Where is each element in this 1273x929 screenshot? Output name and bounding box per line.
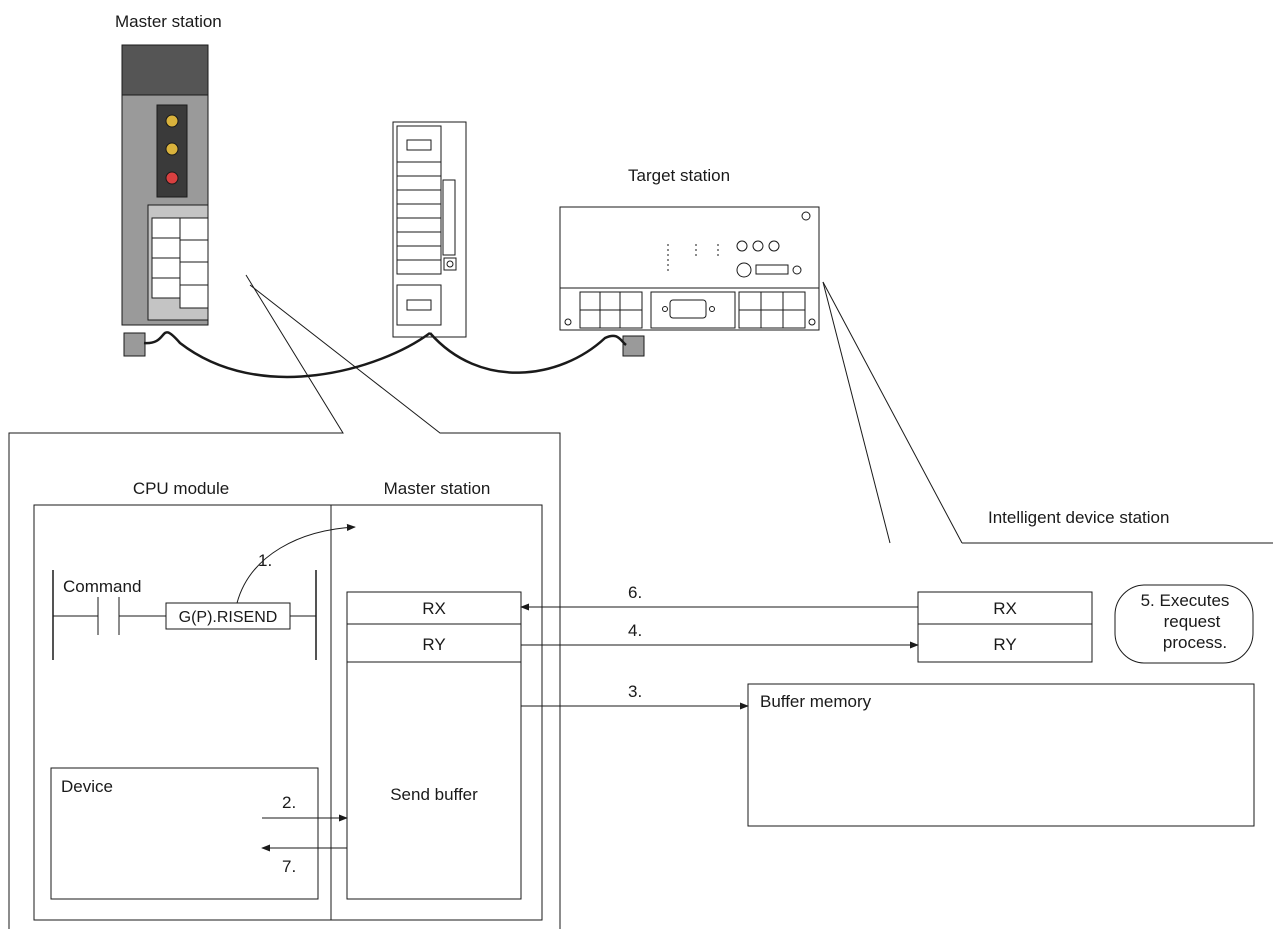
master-zoom-callout-2 [249, 284, 561, 929]
target-station-title: Target station [628, 166, 730, 185]
step-7-label: 7. [282, 857, 296, 876]
master-station-title: Master station [115, 12, 222, 31]
ladder-rung [52, 570, 317, 660]
target-rx-label: RX [993, 599, 1017, 618]
step-2-label: 2. [282, 793, 296, 812]
master-station-panel-title: Master station [384, 479, 491, 498]
master-rx-label: RX [422, 599, 446, 618]
risend-instruction-box [165, 602, 291, 630]
network-cable-2 [429, 332, 627, 374]
process-note-line-1: 5. Executes [1141, 591, 1230, 610]
arrow-step-1 [236, 523, 356, 604]
cpu-master-panel [33, 504, 543, 921]
buffer-memory-label: Buffer memory [760, 692, 872, 711]
step-3-label: 3. [628, 682, 642, 701]
terminal-module-image [392, 121, 467, 338]
buffer-memory-box [747, 683, 1255, 827]
target-ry-label: RY [993, 635, 1016, 654]
step-6-label: 6. [628, 583, 642, 602]
device-label: Device [61, 777, 113, 796]
send-buffer-label: Send buffer [390, 785, 478, 804]
process-note-bubble [1114, 584, 1254, 664]
step-4-label: 4. [628, 621, 642, 640]
process-note-line-3: process. [1163, 633, 1227, 652]
master-ry-box [346, 623, 522, 663]
target-zoom-callout [822, 281, 891, 544]
master-zoom-callout [8, 274, 344, 929]
device-box [50, 767, 319, 900]
process-note-line-2: request [1164, 612, 1221, 631]
risend-instruction-label: G(P).RISEND [179, 609, 278, 626]
target-station-module-image [559, 206, 820, 357]
intelligent-device-station-title: Intelligent device station [988, 508, 1169, 527]
target-zoom-callout-2 [822, 281, 963, 544]
step-1-label: 1. [258, 551, 272, 570]
cpu-module-title: CPU module [133, 479, 229, 498]
master-ry-label: RY [422, 635, 445, 654]
target-rx-box [917, 591, 1093, 625]
master-station-module-image [121, 44, 209, 357]
network-cable-1 [143, 331, 431, 379]
send-buffer-box [346, 661, 522, 900]
command-label: Command [63, 577, 141, 596]
